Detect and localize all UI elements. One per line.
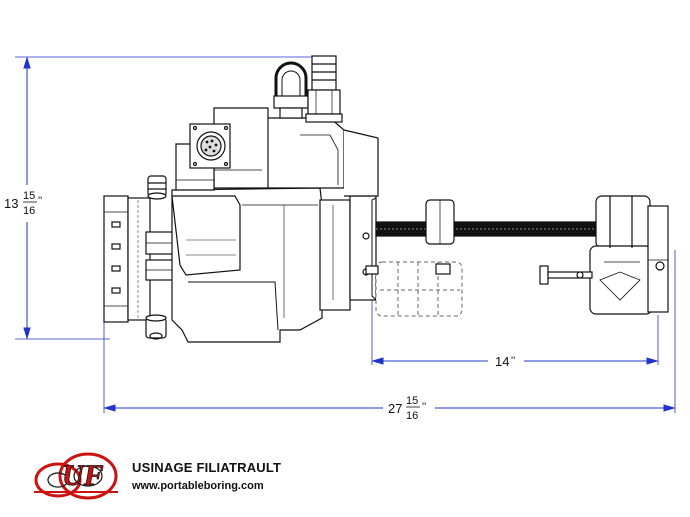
height-whole: 13	[4, 196, 18, 211]
cutting-tool	[539, 265, 593, 285]
phantom-adjuster	[365, 263, 451, 275]
top-pin	[147, 175, 167, 200]
electrical-connector	[189, 123, 231, 169]
screw-entry-bracket	[425, 199, 455, 245]
length-dimension: 27 15 16 ''	[388, 395, 426, 422]
logo-letters: UF	[62, 459, 104, 492]
company-name: USINAGE FILIATRAULT	[132, 460, 282, 475]
mounting-flange	[103, 195, 151, 323]
height-denominator: 16	[23, 205, 35, 217]
height-numerator: 15	[23, 190, 35, 202]
stroke-unit: ''	[511, 355, 515, 367]
boring-bar-machine	[103, 55, 669, 343]
length-whole: 27	[388, 401, 402, 416]
company-logo: UF	[34, 452, 118, 500]
boring-head	[589, 195, 669, 315]
height-dimension: 13 15 16 ''	[4, 190, 42, 217]
dimension-lines	[15, 56, 676, 413]
brand-block: USINAGE FILIATRAULT www.portableboring.c…	[132, 460, 281, 492]
gearbox-housing	[171, 187, 377, 343]
lifting-eye	[273, 61, 309, 119]
air-fitting	[305, 55, 343, 123]
length-denominator: 16	[406, 410, 418, 422]
company-website[interactable]: www.portableboring.com	[132, 480, 264, 492]
length-numerator: 15	[406, 395, 418, 407]
height-unit: ''	[38, 195, 42, 207]
phantom-tool-head	[375, 261, 463, 317]
stroke-dimension: 14 ''	[495, 354, 515, 369]
stroke-whole: 14	[495, 354, 509, 369]
bottom-pin	[145, 314, 167, 340]
length-unit: ''	[422, 401, 426, 413]
